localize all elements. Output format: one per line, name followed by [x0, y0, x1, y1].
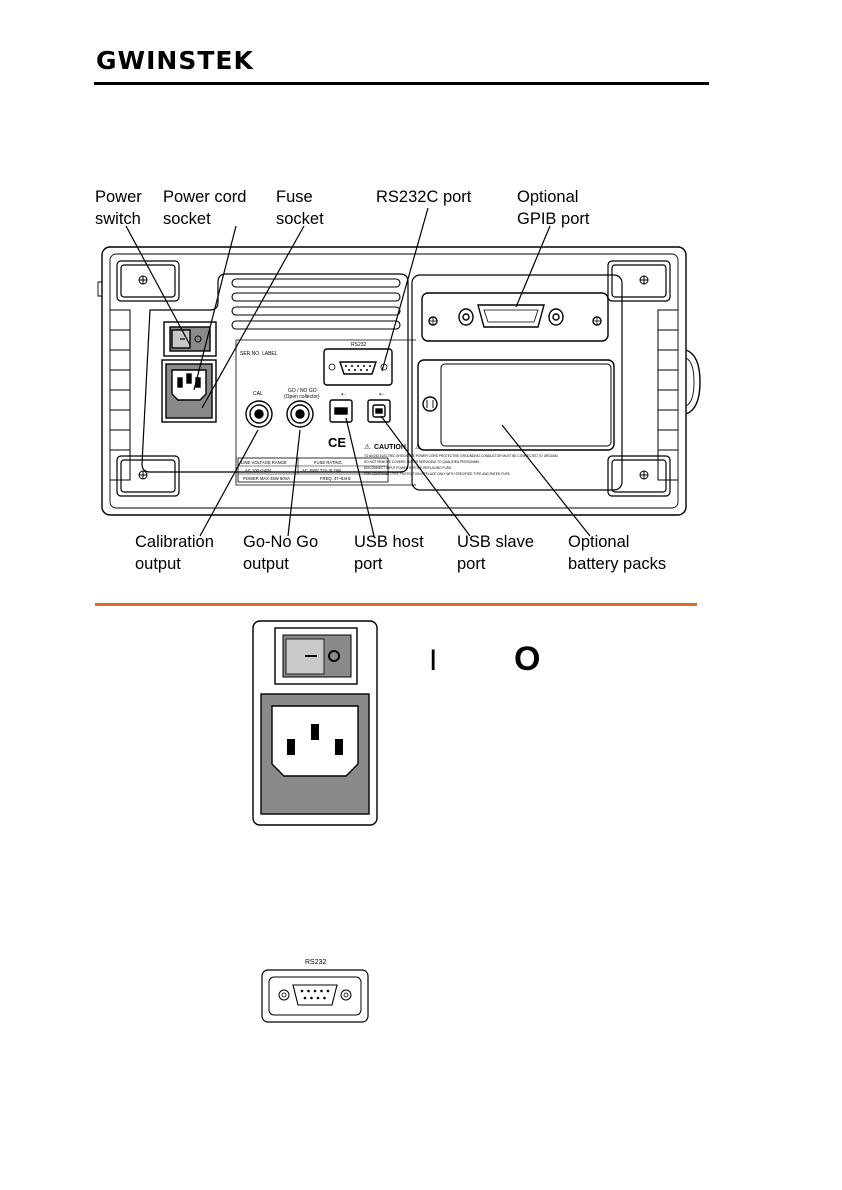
caution-line: TO AVOID ELECTRIC SHOCK THE POWER CORD P… — [364, 454, 559, 458]
callout-rs232c-port: RS232C port — [376, 188, 472, 206]
gonogo-sub-label: (Open collector) — [284, 394, 320, 400]
ce-mark: CE — [328, 435, 346, 450]
corner-foot — [116, 260, 671, 497]
power-on-symbol: I — [429, 644, 438, 677]
cal-label: CAL — [253, 391, 263, 397]
usb-host-symbol-icon: ⇠ — [341, 392, 346, 398]
rs232-detail-label: RS232 — [305, 959, 327, 966]
serial-label: SER.NO. LABEL — [240, 351, 278, 357]
caution-title: CAUTION — [374, 444, 406, 451]
section-rule — [95, 603, 697, 606]
line-voltage-range-label: LINE VOLTAGE RANGE — [241, 460, 287, 465]
usb-slave-symbol-icon: ⇠ — [379, 392, 384, 398]
caution-line: FOR CONTINUED FIRE PROTECTION REPLACE ON… — [364, 472, 511, 476]
power-max-value: POWER MAX 45W 60VA — [243, 476, 290, 481]
fuse-rating-label: FUSE RATING — [314, 460, 342, 465]
caution-line: DISCONNECT INPUT POWER BEFORE REPLACING … — [364, 466, 452, 470]
power-socket-detail — [252, 620, 378, 826]
warning-triangle-icon: ⚠ — [364, 443, 370, 451]
rear-panel-diagram: SER.NO. LABEL RS232 CAL GO / NO GO (Open… — [97, 207, 701, 537]
brand-logo: GWINSTEK — [96, 46, 254, 75]
rs232-panel-label: RS232 — [351, 342, 367, 348]
caution-line: DO NOT REMOVE COVERS. REFER SERVICING TO… — [364, 460, 481, 464]
fuse-value: AC 250V T2A SLOW — [302, 468, 341, 473]
gonogo-label: GO / NO GO — [288, 388, 317, 394]
freq-value: FREQ. 47~63Hz — [320, 476, 351, 481]
shock-triangle-icon: ⚠ — [415, 443, 421, 451]
leader-lines — [125, 207, 591, 537]
rs232-port-detail: RS232 — [261, 959, 369, 1023]
power-off-symbol: O — [514, 640, 541, 678]
voltage-value: AC 100~240V — [245, 468, 271, 473]
header-rule — [94, 82, 709, 85]
